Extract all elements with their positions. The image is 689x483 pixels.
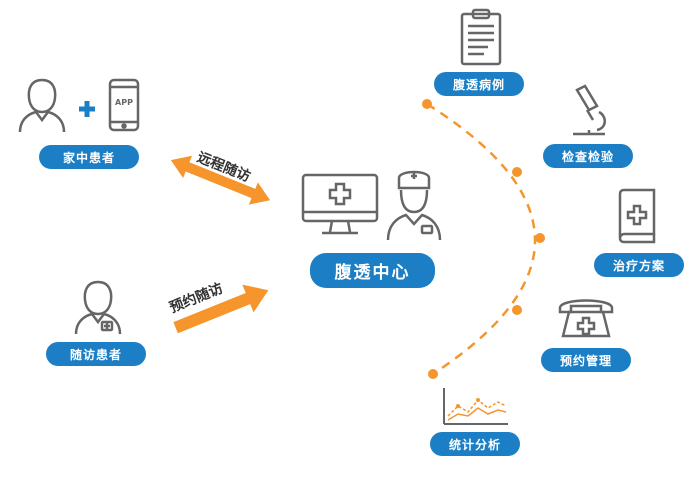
plus-icon <box>79 101 95 117</box>
feature-statistical-analysis: 统计分析 <box>430 432 520 456</box>
clipboard-icon <box>458 8 504 66</box>
medical-book-icon <box>614 188 660 244</box>
followup-patient-label: 随访患者 <box>46 342 146 366</box>
double-arrow-icon <box>170 155 271 205</box>
person-icon <box>14 76 70 134</box>
feature-treatment-plan: 治疗方案 <box>594 253 684 277</box>
smartphone-icon <box>108 78 140 132</box>
arc-node <box>422 99 432 109</box>
feature-case-records: 腹透病例 <box>434 72 524 96</box>
monitor-icon <box>300 172 380 238</box>
feature-examination: 检查检验 <box>543 144 633 168</box>
arc-node <box>535 233 545 243</box>
arc-node <box>512 305 522 315</box>
arc-node <box>428 369 438 379</box>
doctor-icon <box>384 166 444 242</box>
app-text: APP <box>115 98 133 107</box>
home-patient-label: 家中患者 <box>39 145 139 169</box>
right-arrow-icon <box>173 284 269 334</box>
microscope-icon <box>565 84 613 138</box>
telephone-icon <box>557 294 615 340</box>
dialysis-center-label: 腹透中心 <box>310 253 435 288</box>
arc-node <box>512 167 522 177</box>
feature-appointment-management: 预约管理 <box>541 348 631 372</box>
patient-with-badge-icon <box>70 278 126 336</box>
line-chart-icon <box>440 386 510 428</box>
